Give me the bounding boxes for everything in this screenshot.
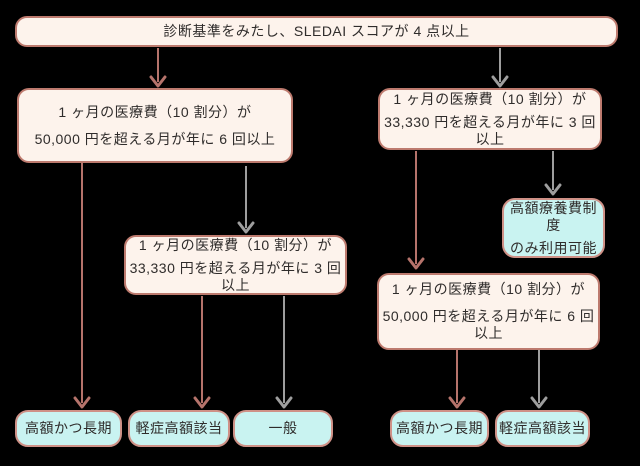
arrow-right-condition1-to-condition2 bbox=[407, 151, 425, 270]
arrow-left-condition2-to-result-mid bbox=[193, 296, 211, 409]
arrow-right-condition2-to-result-no bbox=[530, 350, 548, 409]
left-result-kogaku-choki-text: 高額かつ長期 bbox=[25, 420, 112, 436]
right-result-kogaku-choki-text: 高額かつ長期 bbox=[396, 420, 483, 436]
right-condition2-line2: 50,000 円を超える月が年に 6 回以上 bbox=[382, 308, 595, 341]
arrow-root-to-left-condition1 bbox=[149, 48, 167, 88]
right-condition1-box: 1 ヶ月の医療費（10 割分）が 33,330 円を超える月が年に 3 回以上 bbox=[378, 88, 602, 150]
right-condition1-line2: 33,330 円を超える月が年に 3 回以上 bbox=[384, 113, 596, 147]
right-result-keisho-kogaku-text: 軽症高額該当 bbox=[499, 420, 586, 436]
left-result-kogaku-choki-box: 高額かつ長期 bbox=[15, 410, 122, 447]
left-condition1-line2: 50,000 円を超える月が年に 6 回以上 bbox=[34, 130, 276, 147]
left-result-keisho-kogaku-text: 軽症高額該当 bbox=[135, 420, 223, 436]
left-condition2-line2: 33,330 円を超える月が年に 3 回以上 bbox=[129, 259, 342, 293]
left-condition2-line1: 1 ヶ月の医療費（10 割分）が bbox=[138, 236, 333, 253]
arrow-left-condition1-to-result-yes bbox=[73, 163, 91, 409]
arrow-right-condition1-to-info bbox=[544, 151, 562, 196]
right-info-line2: のみ利用可能 bbox=[510, 239, 597, 256]
right-result-keisho-kogaku-box: 軽症高額該当 bbox=[495, 410, 590, 447]
right-result-kogaku-choki-box: 高額かつ長期 bbox=[390, 410, 489, 447]
left-condition2-box: 1 ヶ月の医療費（10 割分）が 33,330 円を超える月が年に 3 回以上 bbox=[124, 235, 347, 295]
root-condition-text: 診断基準をみたし、SLEDAI スコアが 4 点以上 bbox=[163, 23, 470, 39]
arrow-root-to-right-condition1 bbox=[491, 48, 509, 88]
left-condition1-box: 1 ヶ月の医療費（10 割分）が 50,000 円を超える月が年に 6 回以上 bbox=[17, 88, 293, 163]
arrow-left-condition2-to-result-no bbox=[275, 296, 293, 409]
left-result-ippan-box: 一般 bbox=[233, 410, 333, 447]
left-result-ippan-text: 一般 bbox=[268, 420, 298, 436]
arrow-left-condition1-to-condition2 bbox=[237, 166, 255, 234]
right-info-line1: 高額療養費制度 bbox=[510, 199, 597, 233]
root-condition-box: 診断基準をみたし、SLEDAI スコアが 4 点以上 bbox=[15, 16, 618, 47]
left-result-keisho-kogaku-box: 軽症高額該当 bbox=[128, 410, 230, 447]
right-condition2-line1: 1 ヶ月の医療費（10 割分）が bbox=[391, 281, 586, 297]
left-condition1-line1: 1 ヶ月の医療費（10 割分）が bbox=[58, 103, 252, 120]
right-info-box: 高額療養費制度 のみ利用可能 bbox=[502, 198, 605, 258]
arrow-right-condition2-to-result-yes bbox=[448, 350, 466, 409]
right-condition1-line1: 1 ヶ月の医療費（10 割分）が bbox=[393, 90, 587, 107]
right-condition2-box: 1 ヶ月の医療費（10 割分）が 50,000 円を超える月が年に 6 回以上 bbox=[377, 273, 600, 350]
